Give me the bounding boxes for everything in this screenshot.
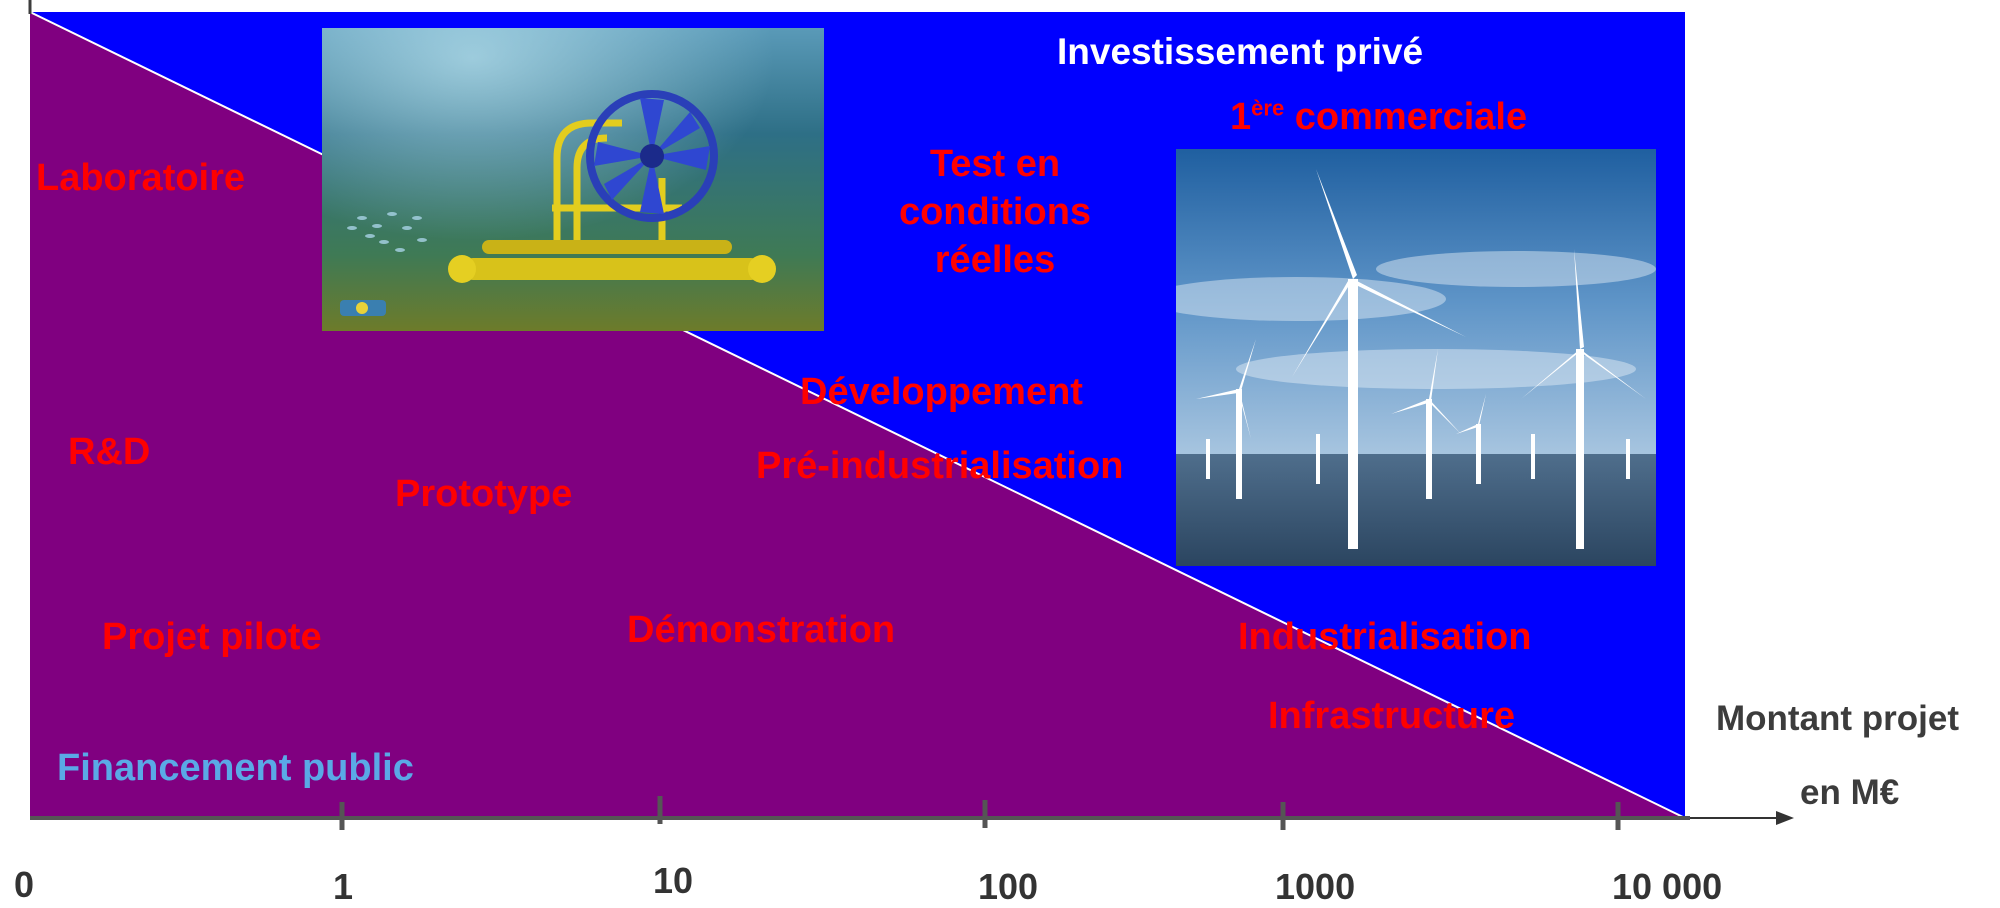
stage-prototype: Prototype (395, 473, 573, 515)
axis-title-line-2: en M€ (1800, 773, 1900, 812)
wind-farm-illustration (1176, 149, 1656, 566)
public-funding-label: Financement public (57, 747, 414, 789)
premiere-number: 1 (1230, 96, 1252, 138)
stage-infrastructure: Infrastructure (1268, 695, 1516, 737)
stage-premiere-commerciale: 1ère commerciale (1230, 95, 1527, 141)
division-line (29, 11, 1686, 819)
stage-developpement: Développement (800, 371, 1083, 413)
private-investment-label: Investissement privé (1057, 31, 1424, 72)
stage-laboratoire: Laboratoire (36, 157, 246, 199)
axis-arrow-head-icon (1776, 811, 1794, 825)
tick-label-100: 100 (978, 866, 1039, 907)
test-line-3: réelles (934, 239, 1056, 281)
test-line-2: conditions (898, 191, 1092, 233)
premiere-rest: commerciale (1284, 96, 1528, 138)
stage-pre-industrialisation: Pré-industrialisation (756, 445, 1124, 487)
offshore-wind-farm-image (1176, 149, 1656, 566)
premiere-superscript: ère (1251, 95, 1285, 121)
tick-label-1000: 1000 (1275, 866, 1356, 907)
stage-demonstration: Démonstration (627, 609, 896, 651)
stage-test-conditions-reelles: Test en conditions réelles (880, 140, 1110, 284)
stage-industrialisation: Industrialisation (1238, 616, 1532, 658)
axis-title-line-1: Montant projet (1716, 699, 1960, 738)
tidal-turbine-image (322, 28, 824, 331)
tick-label-1: 1 (333, 866, 354, 907)
tick-label-10: 10 (653, 860, 694, 901)
test-line-1: Test en (929, 143, 1061, 185)
tick-label-0: 0 (14, 864, 35, 905)
stage-projet-pilote: Projet pilote (102, 616, 322, 658)
x-axis-tick-marks (339, 796, 1621, 830)
stage-rd: R&D (68, 431, 151, 473)
tidal-turbine-illustration (322, 28, 824, 331)
tick-label-10000: 10 000 (1612, 866, 1723, 907)
